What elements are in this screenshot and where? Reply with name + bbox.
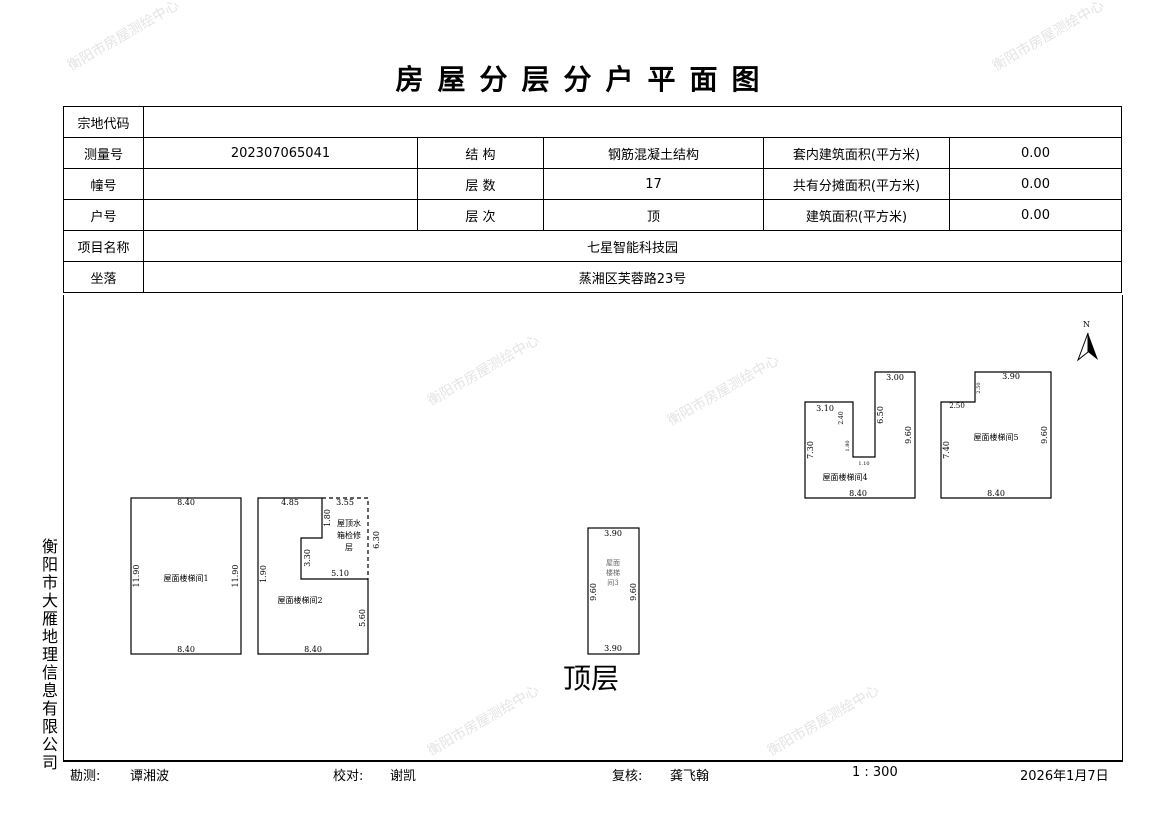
checker: 谢凯 [390,769,417,784]
location: 蒸湘区芙蓉路23号 [143,261,1122,293]
room-stair-5 [940,371,1052,499]
dim-label: 9.60 [629,583,638,601]
reviewer-label: 复核: [612,769,643,784]
dim-label: 7.40 [942,441,951,459]
dim-label: 3.10 [816,404,834,413]
north-label: N [1083,320,1090,329]
parcel-code-label: 宗地代码 [63,106,144,138]
dim-label: 1.80 [845,440,851,451]
building-no-label: 幢号 [63,168,144,200]
dim-label: 3.90 [604,529,622,538]
dim-label: 11.90 [231,565,240,588]
dim-label: 3.30 [303,549,312,567]
project-label: 项目名称 [63,230,144,262]
page-title: 房屋分层分户平面图 [395,63,774,96]
dim-label: 6.30 [372,531,381,549]
floor-label: 顶层 [563,662,619,695]
dim-label: 6.50 [876,406,885,424]
dim-label: 3.00 [886,373,904,382]
dim-label: 9.60 [589,583,598,601]
dim-label: 3.55 [336,498,354,507]
dim-label: 8.40 [987,489,1005,498]
checker-label: 校对: [333,769,364,784]
dim-label: 8.40 [304,645,322,654]
room-name: 屋面楼梯间5 [973,432,1018,442]
dim-label: 11.90 [132,565,141,588]
floors: 17 [543,168,764,200]
company-name: 衡阳市大雁地理信息有限公司 [41,537,58,772]
date: 2026年1月7日 [1020,769,1109,784]
dim-label: 9.60 [904,426,913,444]
dim-label: 8.40 [177,498,195,507]
dim-label: 1.10 [858,461,869,467]
room-name: 屋面楼梯间1 [163,573,208,583]
north-arrow-icon [1076,332,1098,362]
room-name: 屋顶水箱检修层 [337,519,361,552]
surveyor-label: 勘测: [70,769,101,784]
structure: 钢筋混凝土结构 [543,137,764,169]
room-name: 屋面楼梯间4 [822,472,867,482]
reviewer: 龚飞翰 [670,769,710,784]
floor-level: 顶 [543,199,764,231]
building-area-label: 建筑面积(平方米) [763,199,950,231]
dim-label: 2.50 [976,382,982,393]
dim-label: 4.85 [281,498,299,507]
room-stair-4 [804,371,916,499]
dim-label: 8.40 [849,489,867,498]
inner-area: 0.00 [949,137,1122,169]
surveyor: 谭湘波 [130,769,170,784]
dim-label: 8.40 [177,645,195,654]
scale: 1 : 300 [852,765,898,780]
building-area: 0.00 [949,199,1122,231]
dim-label: 1.90 [259,565,268,583]
dim-label: 5.10 [331,569,349,578]
location-label: 坐落 [63,261,144,293]
room-stair-3 [587,527,640,655]
room-name: 屋面楼梯间3 [606,559,620,587]
dim-label: 9.60 [1040,426,1049,444]
plan-area [63,295,1123,762]
dim-label: 3.90 [1002,372,1020,381]
room-stair-1 [130,497,242,655]
dim-label: 7.30 [806,441,815,459]
dim-label: 1.80 [323,509,332,527]
dim-label: 2.50 [949,402,965,410]
dim-label: 5.60 [358,609,367,627]
shared-area: 0.00 [949,168,1122,200]
dim-label: 2.40 [838,411,845,425]
room-name: 屋面楼梯间2 [277,595,322,605]
room-stair-2 [257,497,369,655]
dim-label: 3.90 [604,644,622,653]
